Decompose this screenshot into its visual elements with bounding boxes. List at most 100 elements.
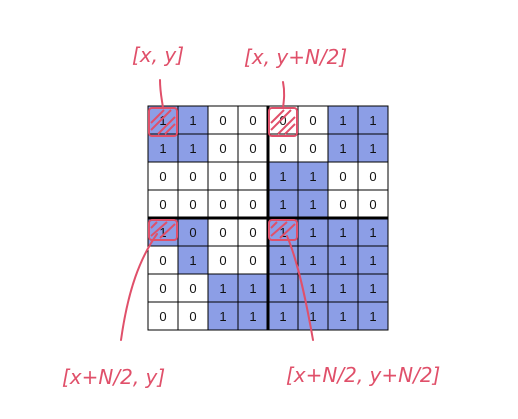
matrix-cell-value: 0 — [249, 113, 256, 128]
matrix-cell-value: 0 — [189, 197, 196, 212]
matrix-cell-value: 1 — [339, 309, 346, 324]
matrix-cell-value: 0 — [189, 225, 196, 240]
matrix-cell — [267, 217, 299, 247]
matrix-cell — [147, 161, 179, 191]
highlight-bottom-left — [148, 219, 178, 241]
matrix-cell-value: 0 — [159, 197, 166, 212]
matrix-cell — [357, 105, 389, 135]
matrix-cell-value: 1 — [309, 169, 316, 184]
matrix-cell-value: 1 — [339, 281, 346, 296]
matrix-cell — [327, 105, 359, 135]
matrix-cell-value: 1 — [159, 113, 166, 128]
matrix-cell — [147, 301, 179, 331]
label-top-right: [x, y+N/2] — [244, 45, 347, 69]
matrix-cell — [327, 301, 359, 331]
matrix-cell — [207, 301, 239, 331]
matrix-cell — [327, 245, 359, 275]
matrix-cell-value: 0 — [219, 141, 226, 156]
matrix-cell-value: 0 — [249, 253, 256, 268]
matrix-cell-value: 0 — [369, 197, 376, 212]
matrix-cell — [327, 161, 359, 191]
matrix-cell-value: 1 — [189, 113, 196, 128]
matrix-cell-value: 0 — [249, 169, 256, 184]
hatch-bottom-left — [150, 221, 176, 239]
matrix-cell-value: 1 — [369, 253, 376, 268]
matrix-cell-value: 1 — [309, 309, 316, 324]
leader-top-left — [159, 79, 164, 109]
matrix-cell-value: 1 — [159, 141, 166, 156]
matrix-cell-value: 0 — [219, 225, 226, 240]
matrix-cell — [207, 189, 239, 219]
leader-lines — [120, 79, 314, 341]
hatch-bottom-right — [270, 221, 296, 239]
matrix-cell-value: 1 — [309, 253, 316, 268]
matrix-cell — [357, 161, 389, 191]
matrix-cell-value: 1 — [339, 253, 346, 268]
matrix-cell-value: 0 — [309, 113, 316, 128]
matrix-cell — [207, 133, 239, 163]
matrix-cell-value: 0 — [309, 141, 316, 156]
label-top-left: [x, y] — [132, 43, 184, 67]
matrix-cell-value: 1 — [189, 253, 196, 268]
matrix-cell-value: 1 — [339, 141, 346, 156]
matrix-cell-value: 0 — [249, 141, 256, 156]
matrix-cell — [297, 301, 329, 331]
matrix-cell-value: 1 — [309, 197, 316, 212]
matrix-cell — [177, 105, 209, 135]
matrix-cell-value: 0 — [219, 253, 226, 268]
matrix-cell-value: 1 — [279, 197, 286, 212]
highlight-bottom-right — [268, 219, 298, 241]
matrix-cell-value: 1 — [279, 253, 286, 268]
matrix-cell-value: 1 — [219, 309, 226, 324]
matrix-cell-value: 0 — [219, 197, 226, 212]
matrix-cell-value: 0 — [189, 281, 196, 296]
matrix-cell — [327, 217, 359, 247]
matrix-cell — [147, 189, 179, 219]
leader-top-right — [282, 81, 286, 109]
matrix-cell-value: 1 — [189, 141, 196, 156]
matrix-cell — [177, 133, 209, 163]
matrix-cell-value: 0 — [159, 169, 166, 184]
matrix-cell — [357, 133, 389, 163]
matrix-cell-value: 0 — [219, 113, 226, 128]
hatch-top-left — [150, 109, 176, 135]
matrix-cell-value: 0 — [339, 197, 346, 212]
matrix-cell-value: 0 — [189, 309, 196, 324]
matrix-cell-value: 1 — [309, 225, 316, 240]
matrix-cell — [357, 189, 389, 219]
matrix-cell-value: 0 — [159, 253, 166, 268]
matrix-cell-value: 1 — [339, 113, 346, 128]
matrix-cell-value: 1 — [279, 281, 286, 296]
matrix-cell-value: 0 — [279, 141, 286, 156]
leader-bottom-left — [120, 233, 158, 341]
matrix-cell-value: 0 — [189, 169, 196, 184]
matrix-cell — [267, 301, 299, 331]
matrix-cell — [177, 273, 209, 303]
matrix-cell-value: 0 — [159, 309, 166, 324]
matrix-cell-value: 0 — [279, 113, 286, 128]
matrix-cell-value: 1 — [159, 225, 166, 240]
matrix-cell-value: 1 — [339, 225, 346, 240]
matrix-cell-value: 1 — [279, 225, 286, 240]
matrix-cell-value: 0 — [249, 197, 256, 212]
matrix-cell-value: 0 — [159, 281, 166, 296]
matrix-cell-value: 0 — [249, 225, 256, 240]
matrix-cell — [177, 301, 209, 331]
matrix-cell-value: 1 — [279, 309, 286, 324]
matrix-cell-value: 1 — [369, 309, 376, 324]
leader-bottom-right — [286, 235, 314, 341]
matrix-cell-value: 1 — [249, 309, 256, 324]
matrix-cell — [267, 161, 299, 191]
matrix-cell-value: 0 — [369, 169, 376, 184]
label-bottom-right: [x+N/2, y+N/2] — [286, 363, 440, 387]
matrix-cell — [357, 301, 389, 331]
matrix-cell — [297, 189, 329, 219]
matrix-cell — [177, 189, 209, 219]
matrix-cell — [237, 301, 269, 331]
matrix-cell-value: 0 — [339, 169, 346, 184]
matrix-grid: 1 1 0 0 0 0 1 1 1 1 0 0 0 0 1 1 0 0 0 0 1 1 0 0 0 0 0 0 1 1 0 0 1 0 0 0 1 1 1 1… — [147, 105, 389, 331]
matrix-cell-value: 0 — [219, 169, 226, 184]
matrix-cell-value: 1 — [369, 141, 376, 156]
matrix-cell-value: 1 — [369, 113, 376, 128]
hatch-top-right — [270, 109, 296, 135]
